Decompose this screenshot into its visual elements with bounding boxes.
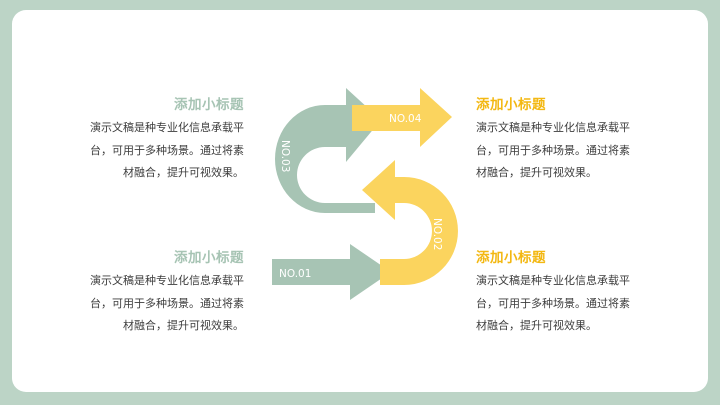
step-02-label: NO.02 [431,218,443,250]
block-body: 演示文稿是种专业化信息承载平 台，可用于多种场景。通过将素 材融合，提升可视效果… [476,270,652,338]
body-line: 台，可用于多种场景。通过将素 [90,296,244,310]
body-line: 演示文稿是种专业化信息承载平 [90,121,244,134]
block-body: 演示文稿是种专业化信息承载平 台，可用于多种场景。通过将素 材融合，提升可视效果… [476,117,652,185]
block-title: 添加小标题 [174,97,244,113]
body-line: 材融合，提升可视效果。 [476,319,597,332]
body-line: 演示文稿是种专业化信息承载平 [476,121,630,134]
block-body: 演示文稿是种专业化信息承载平 台，可用于多种场景。通过将素 材融合，提升可视效果… [68,117,244,185]
step-01-label: NO.01 [279,268,311,280]
block-title: 添加小标题 [476,97,546,113]
body-line: 材融合，提升可视效果。 [123,319,244,332]
slide-card [12,10,708,392]
body-line: 台，可用于多种场景。通过将素 [476,143,630,157]
text-block-top-left: 添加小标题 演示文稿是种专业化信息承载平 台，可用于多种场景。通过将素 材融合，… [68,93,244,185]
block-title: 添加小标题 [476,250,546,266]
step-03-label: NO.03 [279,140,291,172]
body-line: 台，可用于多种场景。通过将素 [90,143,244,157]
block-title: 添加小标题 [174,250,244,266]
body-line: 台，可用于多种场景。通过将素 [476,296,630,310]
step-01-arrow [272,244,391,300]
text-block-bottom-right: 添加小标题 演示文稿是种专业化信息承载平 台，可用于多种场景。通过将素 材融合，… [476,246,652,338]
step-04-label: NO.04 [389,113,422,125]
text-block-bottom-left: 添加小标题 演示文稿是种专业化信息承载平 台，可用于多种场景。通过将素 材融合，… [68,246,244,338]
step-04-arrow [352,88,452,147]
step-02-arrow [362,160,458,285]
body-line: 演示文稿是种专业化信息承载平 [90,274,244,287]
text-block-top-right: 添加小标题 演示文稿是种专业化信息承载平 台，可用于多种场景。通过将素 材融合，… [476,93,652,185]
body-line: 材融合，提升可视效果。 [476,166,597,179]
body-line: 演示文稿是种专业化信息承载平 [476,274,630,287]
block-body: 演示文稿是种专业化信息承载平 台，可用于多种场景。通过将素 材融合，提升可视效果… [68,270,244,338]
body-line: 材融合，提升可视效果。 [123,166,244,179]
